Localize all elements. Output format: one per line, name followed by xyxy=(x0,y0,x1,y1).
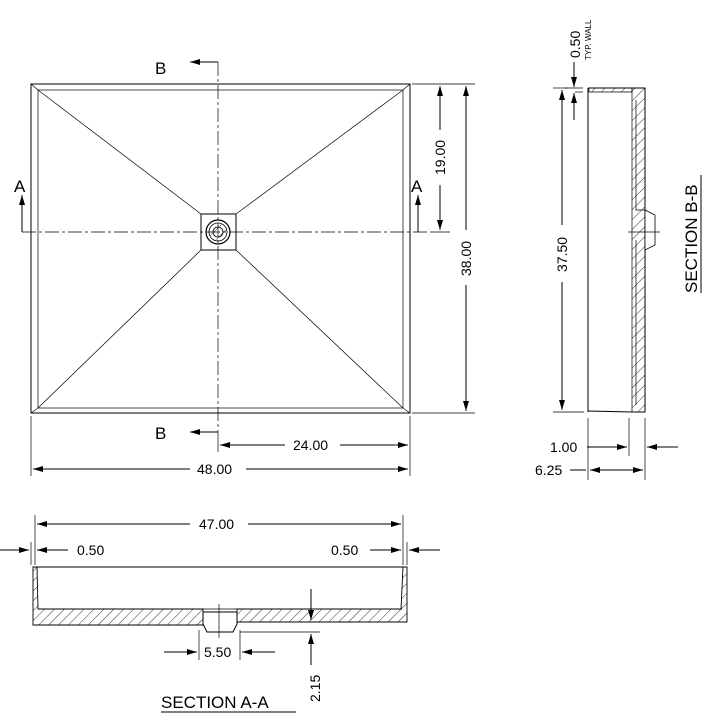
section-b-title: SECTION B-B xyxy=(682,184,701,293)
section-marker-a-left: A xyxy=(14,177,26,196)
dim-drain-offset: 24.00 xyxy=(293,437,328,453)
section-a-title: SECTION A-A xyxy=(161,693,269,712)
section-marker-a-right: A xyxy=(411,177,423,196)
dim-height: 6.25 xyxy=(535,462,562,478)
dim-inner-width: 47.00 xyxy=(199,516,234,532)
dim-wall-left: 0.50 xyxy=(77,542,104,558)
section-marker-b-bottom: B xyxy=(155,424,166,443)
pan-inner-edge xyxy=(37,89,404,409)
dim-wall-right: 0.50 xyxy=(331,542,358,558)
dim-wall: 0.50 xyxy=(567,31,583,58)
drain-boss xyxy=(644,209,656,251)
dim-depth: 38.00 xyxy=(458,241,474,276)
dim-drain-depth: 2.15 xyxy=(307,675,323,702)
dim-lip: 1.00 xyxy=(550,439,577,455)
dim-length: 37.50 xyxy=(554,237,570,272)
wall-note: TYP. WALL xyxy=(584,19,593,60)
pan-outline xyxy=(30,83,411,414)
section-b-view: 0.50 TYP. WALL 37.50 1.00 6.25 SECTION B… xyxy=(535,19,702,480)
section-marker-b-top: B xyxy=(155,59,166,78)
dim-half-depth: 19.00 xyxy=(432,140,448,175)
section-a-view: 47.00 0.50 0.50 5.50 2.15 SECTION A-A xyxy=(0,515,440,713)
drain-body xyxy=(202,611,238,633)
dim-width: 48.00 xyxy=(197,461,232,477)
dim-drain: 5.50 xyxy=(204,644,231,660)
plan-view: A A B B 19.00 38.00 24.00 48.00 xyxy=(14,59,475,477)
